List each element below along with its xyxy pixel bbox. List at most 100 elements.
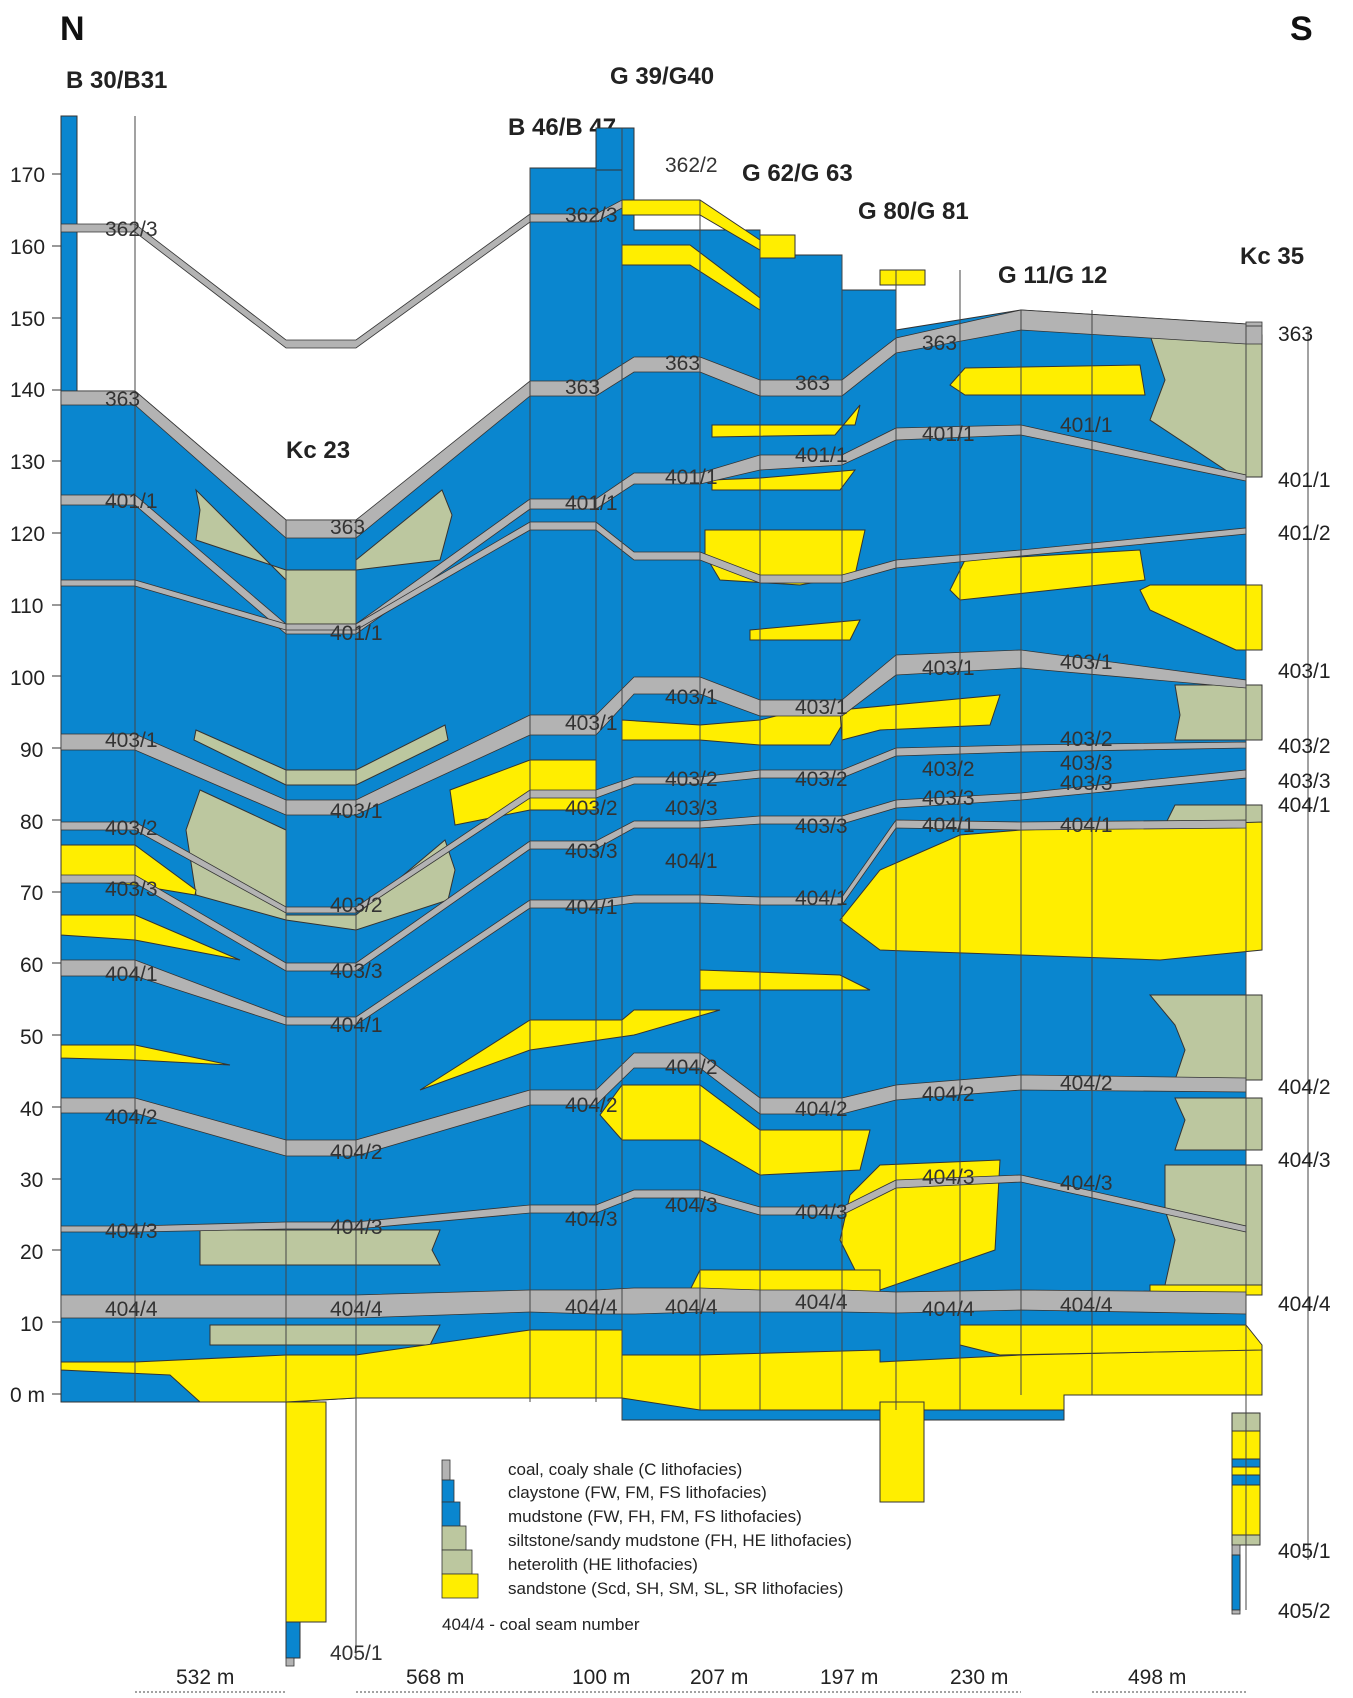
y-axis: 0 m 10 20 30 40 50 60 70 80 90 100 110 1…	[10, 164, 62, 1407]
seam-label: 404/4	[105, 1298, 158, 1321]
seam-label: 404/4	[795, 1291, 848, 1314]
right-seam-label: 403/2	[1278, 735, 1331, 758]
seam-label: 404/1	[665, 850, 718, 873]
legend-label: mudstone (FW, FH, FM, FS lithofacies)	[508, 1507, 802, 1526]
y-tick: 130	[10, 451, 45, 474]
seam-label: 363	[922, 332, 957, 355]
legend-label: claystone (FW, FM, FS lithofacies)	[508, 1483, 767, 1502]
coal-kc35-363	[1245, 321, 1263, 345]
seam-label: 403/2	[1060, 728, 1113, 751]
heterolith-thin-band	[193, 724, 449, 786]
heterolith-kc23-lower	[199, 1229, 441, 1266]
y-tick: 140	[10, 379, 45, 402]
legend-swatch-heterolith	[441, 1549, 473, 1575]
y-tick: 160	[10, 236, 45, 259]
well-label-kc23: Kc 23	[286, 437, 350, 464]
legend-swatch-coal	[441, 1459, 451, 1481]
seam-label: 403/3	[665, 797, 718, 820]
y-tick: 110	[10, 595, 43, 618]
seam-label: 403/2	[105, 817, 158, 840]
y-tick: 0 m	[10, 1384, 45, 1407]
sandstone-g39-lens	[599, 1084, 871, 1176]
sandstone-g80-lower	[959, 1324, 1263, 1356]
kc23-extension-sandstone	[285, 1401, 327, 1623]
sandstone-lens-401	[711, 404, 861, 438]
legend-note: 404/4 - coal seam number	[442, 1615, 640, 1634]
well-label-g80: G 80/G 81	[858, 198, 969, 225]
seam-label: 404/3	[665, 1194, 718, 1217]
seam-label: 403/2	[922, 758, 975, 781]
seam-label: 404/3	[1060, 1172, 1113, 1195]
sandstone-b46-2	[419, 1009, 721, 1091]
seam-label: 404/2	[565, 1094, 618, 1117]
g80-extension-sandstone	[879, 1401, 925, 1503]
seam-label: 362/3	[105, 218, 158, 241]
seam-label: 404/1	[1060, 814, 1113, 837]
right-seam-label: 363	[1278, 323, 1313, 346]
sandstone-g11-top	[949, 364, 1146, 396]
right-seam-label: 401/2	[1278, 522, 1331, 545]
south-label: S	[1290, 10, 1313, 48]
well-label-g11: G 11/G 12	[998, 262, 1107, 289]
well-label-g62: G 62/G 63	[742, 160, 853, 187]
seam-label: 403/3	[1060, 752, 1113, 775]
distance-scale: 532 m 568 m 100 m 207 m 197 m 230 m 498 …	[135, 1666, 1246, 1693]
north-label: N	[60, 10, 85, 48]
heterolith-kc23-base	[209, 1324, 441, 1346]
kc35-ext-mudstone-3	[1231, 1554, 1241, 1611]
right-seam-label: 404/4	[1278, 1293, 1331, 1316]
legend-swatch-siltstone	[441, 1525, 467, 1551]
well-column-b30	[60, 115, 78, 392]
seam-label: 404/2	[1060, 1072, 1113, 1095]
heterolith-kc35-2	[1174, 684, 1263, 741]
seam-label: 403/1	[922, 657, 975, 680]
y-tick: 170	[10, 164, 45, 187]
sandstone-g62-mid	[621, 694, 862, 746]
seam-label: 403/2	[795, 768, 848, 791]
y-tick: 90	[20, 739, 43, 762]
seam-label: 404/3	[105, 1220, 158, 1243]
seam-label: 404/2	[665, 1056, 718, 1079]
legend-label: coal, coaly shale (C lithofacies)	[508, 1460, 742, 1479]
y-tick: 50	[20, 1026, 43, 1049]
y-tick: 20	[20, 1241, 43, 1264]
seam-label: 404/2	[795, 1098, 848, 1121]
sandstone-g11-mid	[949, 549, 1146, 601]
seam-label: 362/2	[665, 154, 718, 177]
distance-label: 230 m	[950, 1666, 1008, 1689]
seam-label: 403/1	[330, 800, 383, 823]
seam-label: 404/4	[1060, 1294, 1113, 1317]
seam-label: 403/1	[665, 686, 718, 709]
seam-label: 404/4	[565, 1296, 618, 1319]
well-lines	[134, 116, 1309, 1660]
seam-label: 403/1	[1060, 651, 1113, 674]
legend-swatch-mudstone	[441, 1501, 461, 1527]
right-seam-label: 403/1	[1278, 660, 1331, 683]
y-tick: 150	[10, 308, 45, 331]
y-tick: 80	[20, 811, 43, 834]
legend-label: siltstone/sandy mudstone (FH, HE lithofa…	[508, 1531, 852, 1550]
y-tick: 70	[20, 882, 43, 905]
seam-label: 404/1	[105, 963, 158, 986]
y-tick: 30	[20, 1169, 43, 1192]
seam-label: 403/1	[105, 729, 158, 752]
seam-label: 405/1	[330, 1642, 383, 1665]
seam-label: 401/1	[665, 466, 718, 489]
seam-label: 401/1	[922, 423, 975, 446]
seam-label: 404/3	[795, 1201, 848, 1224]
sandstone-lens-402	[711, 469, 857, 491]
well-extensions	[285, 1401, 1261, 1667]
seam-label: 363	[565, 376, 600, 399]
seam-label: 404/1	[565, 896, 618, 919]
seam-label: 404/4	[665, 1296, 718, 1319]
seam-label: 404/2	[330, 1141, 383, 1164]
seam-label: 404/1	[330, 1014, 383, 1037]
seam-label: 404/1	[922, 814, 975, 837]
right-seam-label: 404/3	[1278, 1149, 1331, 1172]
seam-label: 401/1	[795, 444, 848, 467]
seam-label: 403/1	[565, 712, 618, 735]
seam-label: 403/2	[330, 894, 383, 917]
legend-swatch-sandstone	[441, 1573, 479, 1599]
seam-label: 363	[795, 372, 830, 395]
